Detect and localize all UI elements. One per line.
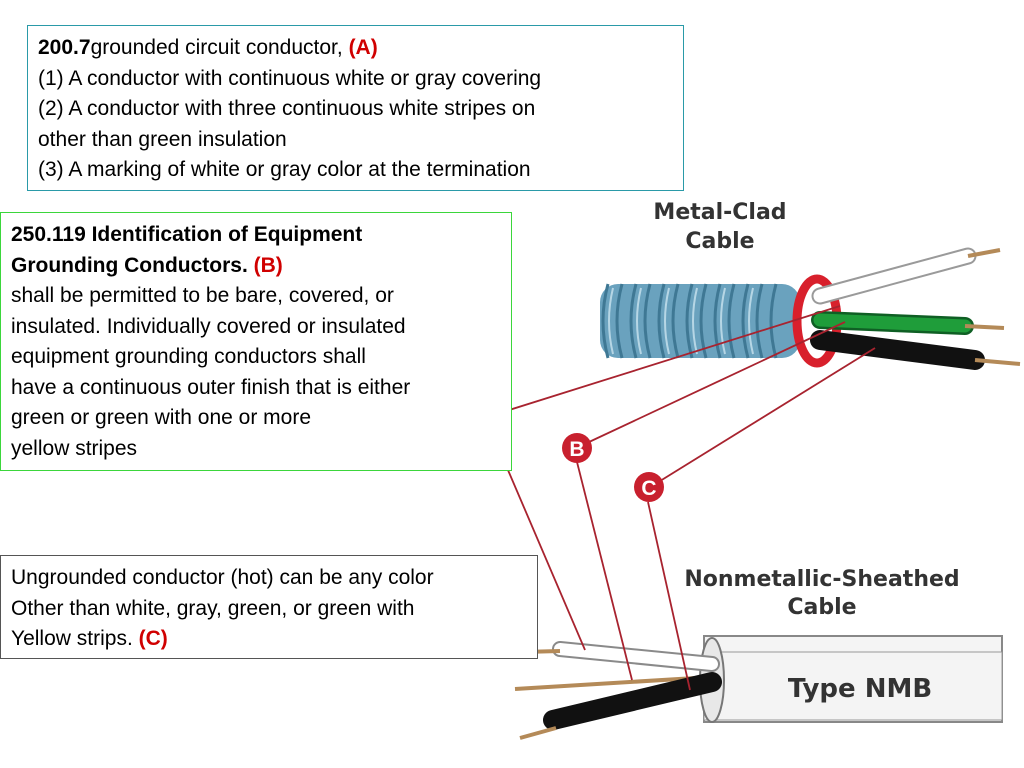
box-b-body3: equipment grounding conductors shall xyxy=(11,345,366,368)
box-a-line2: (2) A conductor with three continuous wh… xyxy=(38,97,536,120)
marker-c: C xyxy=(634,472,664,502)
nonmetallic-label-line1: Nonmetallic-Sheathed xyxy=(684,567,959,592)
box-b-body6: yellow stripes xyxy=(11,436,138,460)
box-a-title: grounded circuit conductor, xyxy=(90,36,349,59)
nonmetallic-cable: Type NMB xyxy=(699,635,1003,723)
marker-c-letter: C xyxy=(641,477,656,500)
metal-clad-cable xyxy=(600,274,842,368)
box-a-ref: (A) xyxy=(348,36,378,59)
box-a-line3: other than green insulation xyxy=(38,127,287,151)
definition-box-200-7: 200.7grounded circuit conductor, (A) (1)… xyxy=(27,25,684,191)
marker-b-letter: B xyxy=(569,438,584,461)
type-nmb-label: Type NMB xyxy=(788,674,932,704)
box-b-body1: shall be permitted to be bare, covered, … xyxy=(11,284,394,307)
box-b-body4: have a continuous outer finish that is e… xyxy=(11,375,411,399)
box-b-title2: Grounding Conductors. (B) xyxy=(11,251,511,282)
box-a-code: 200.7 xyxy=(38,36,91,59)
metal-clad-wires xyxy=(810,247,1021,370)
metal-clad-label-line1: Metal-Clad xyxy=(653,200,786,225)
box-a-line1: (1) A conductor with continuous white or… xyxy=(38,66,542,90)
box-c-line3-wrap: Yellow strips. (C) xyxy=(11,624,537,655)
definition-box-250-119: 250.119 Identification of Equipment Grou… xyxy=(0,212,512,471)
box-b-title1: 250.119 Identification of Equipment xyxy=(11,220,511,251)
box-a-line4: (3) A marking of white or gray color at … xyxy=(38,158,531,181)
box-c-ref: (C) xyxy=(138,627,168,650)
box-b-body5: green or green with one or more xyxy=(11,406,311,429)
box-a-heading: 200.7grounded circuit conductor, (A) xyxy=(38,33,683,64)
callout-lines-upper xyxy=(505,305,876,487)
box-b-ref: (B) xyxy=(253,253,283,277)
box-b-body2: insulated. Individually covered or insul… xyxy=(11,314,406,338)
nonmetallic-label-line2: Cable xyxy=(787,595,856,620)
box-c-line3: Yellow strips. xyxy=(11,627,139,650)
marker-b: B xyxy=(562,433,592,463)
nonmetallic-wires xyxy=(514,641,722,740)
box-b-title2-text: Grounding Conductors. xyxy=(11,253,254,277)
box-c-line1: Ungrounded conductor (hot) can be any co… xyxy=(11,566,434,589)
box-c-line2: Other than white, gray, green, or green … xyxy=(11,596,415,620)
metal-clad-label-line2: Cable xyxy=(685,229,754,254)
box-b-title1-text: 250.119 Identification of Equipment xyxy=(11,223,363,246)
ungrounded-conductor-box: Ungrounded conductor (hot) can be any co… xyxy=(0,555,538,659)
